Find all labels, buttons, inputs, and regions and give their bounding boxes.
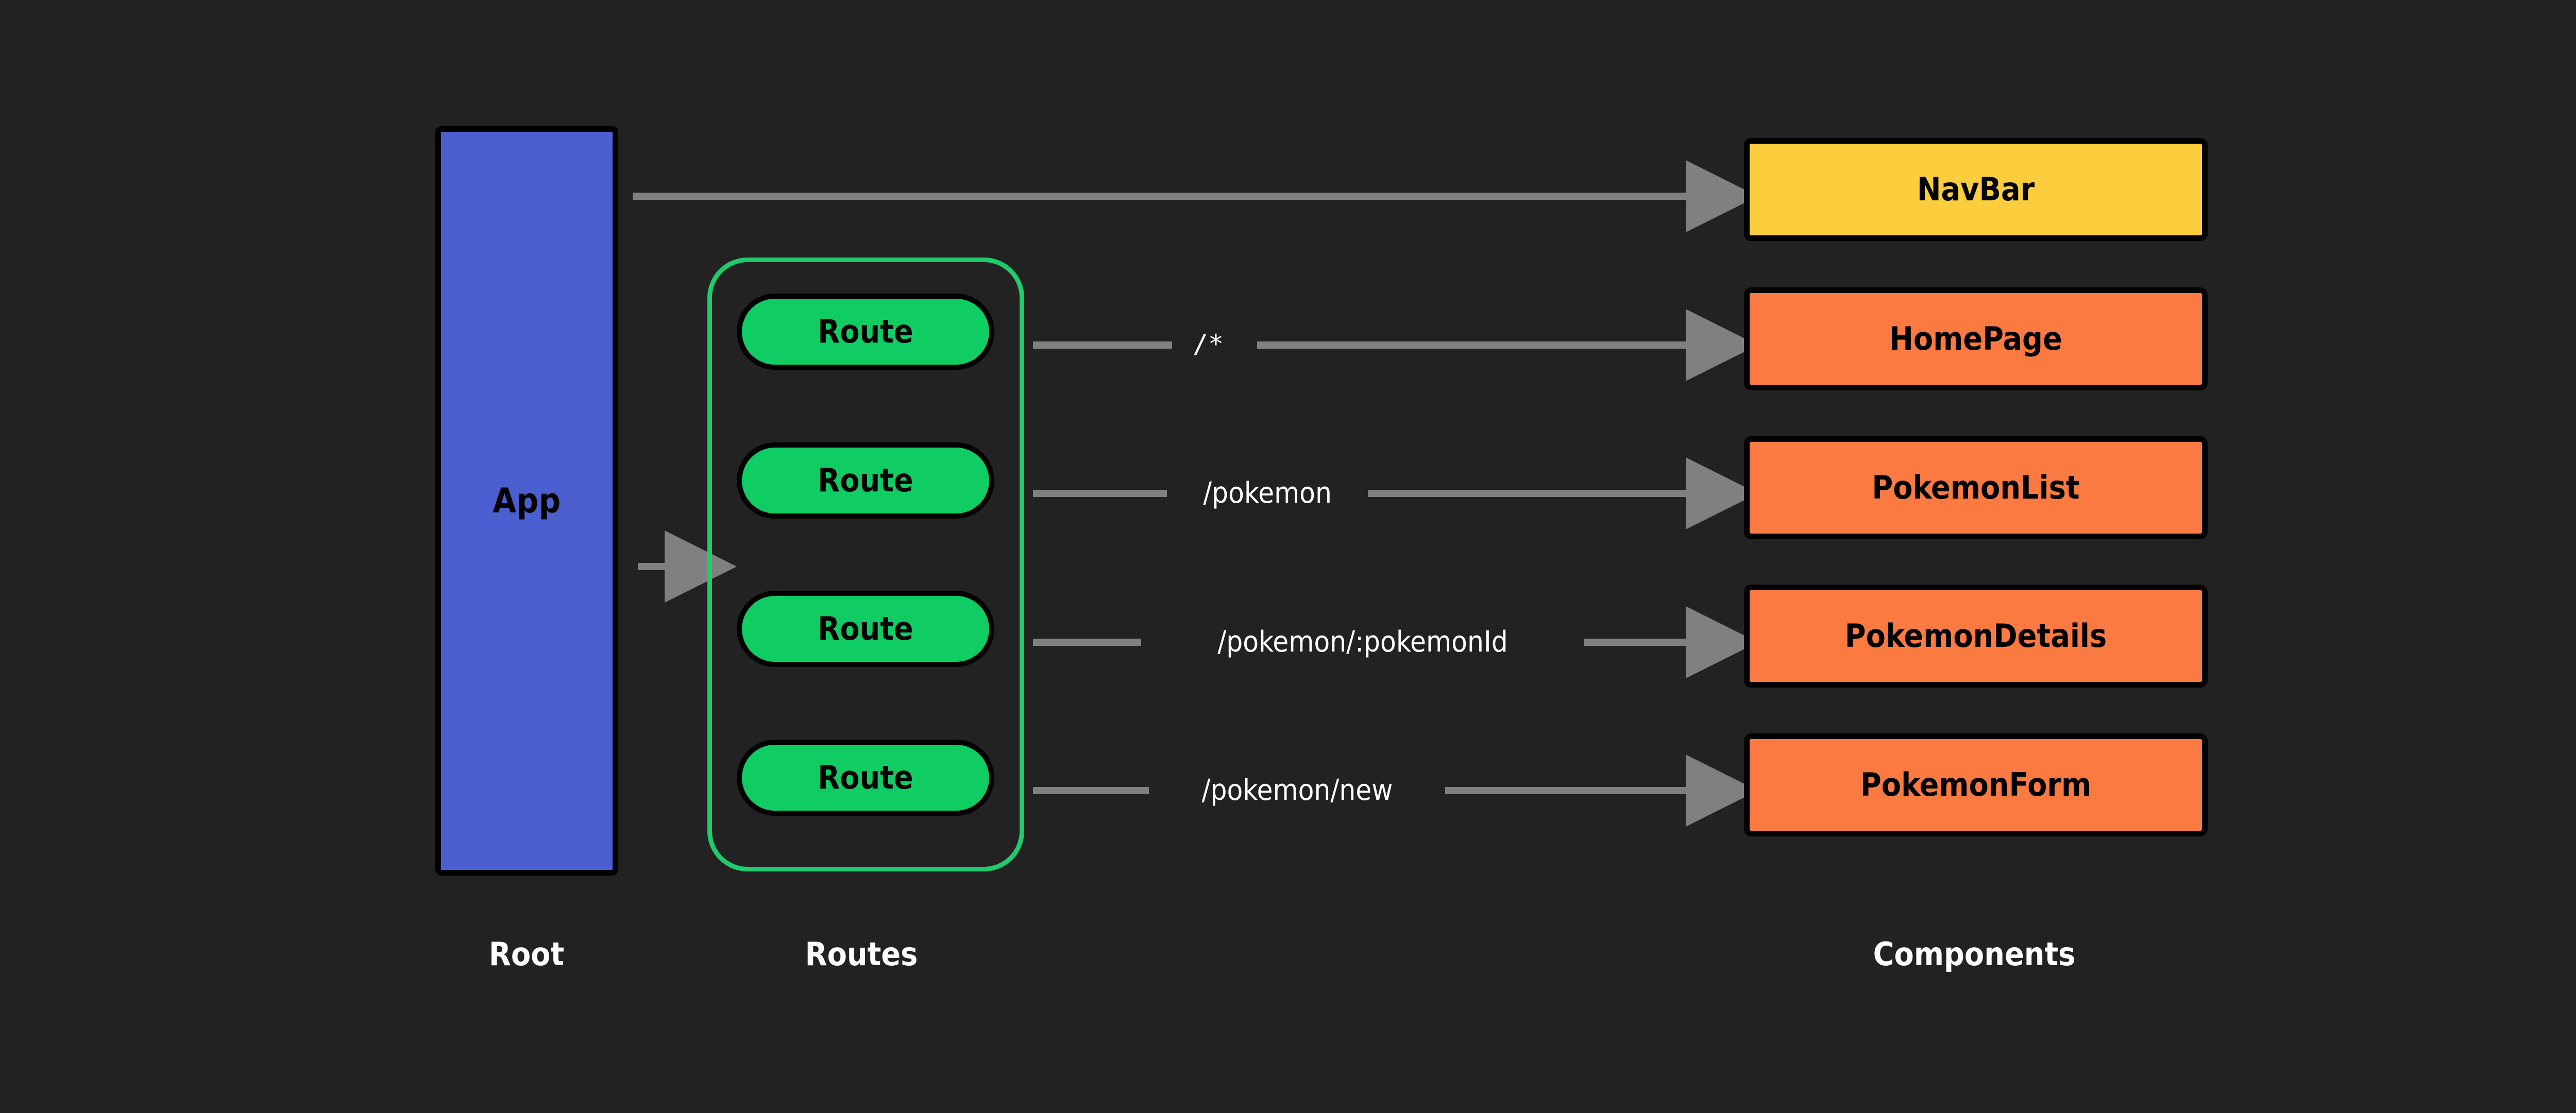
- edge-label-pokemon: /pokemon: [1203, 476, 1332, 510]
- node-pokemondetails-label: PokemonDetails: [1844, 617, 2107, 655]
- edge-label-pokemon-id: /pokemon/:pokemonId: [1217, 625, 1508, 659]
- node-navbar-label: NavBar: [1917, 170, 2035, 208]
- node-navbar[interactable]: NavBar: [1744, 138, 2208, 241]
- node-route-4-label: Route: [818, 759, 913, 796]
- node-pokemonform[interactable]: PokemonForm: [1744, 733, 2208, 836]
- node-homepage-label: HomePage: [1889, 320, 2062, 357]
- column-caption-routes: Routes: [805, 935, 918, 973]
- column-caption-root: Root: [488, 935, 565, 973]
- node-route-1[interactable]: Route: [737, 294, 994, 370]
- node-pokemonlist[interactable]: PokemonList: [1744, 436, 2208, 539]
- node-pokemonlist-label: PokemonList: [1872, 469, 2080, 506]
- node-route-1-label: Route: [818, 313, 913, 350]
- column-caption-components: Components: [1873, 935, 2076, 973]
- edge-label-home: /*: [1192, 329, 1224, 359]
- node-route-2[interactable]: Route: [737, 442, 994, 519]
- node-app-label: App: [493, 481, 561, 521]
- node-pokemonform-label: PokemonForm: [1860, 766, 2092, 803]
- node-route-3-label: Route: [818, 610, 913, 647]
- node-route-2-label: Route: [818, 461, 913, 499]
- edge-label-pokemon-new: /pokemon/new: [1201, 774, 1393, 807]
- node-route-4[interactable]: Route: [737, 740, 994, 816]
- node-homepage[interactable]: HomePage: [1744, 287, 2208, 390]
- node-app[interactable]: App: [435, 126, 618, 876]
- routes-group: [707, 258, 1024, 871]
- node-pokemondetails[interactable]: PokemonDetails: [1744, 585, 2208, 688]
- node-route-3[interactable]: Route: [737, 591, 994, 667]
